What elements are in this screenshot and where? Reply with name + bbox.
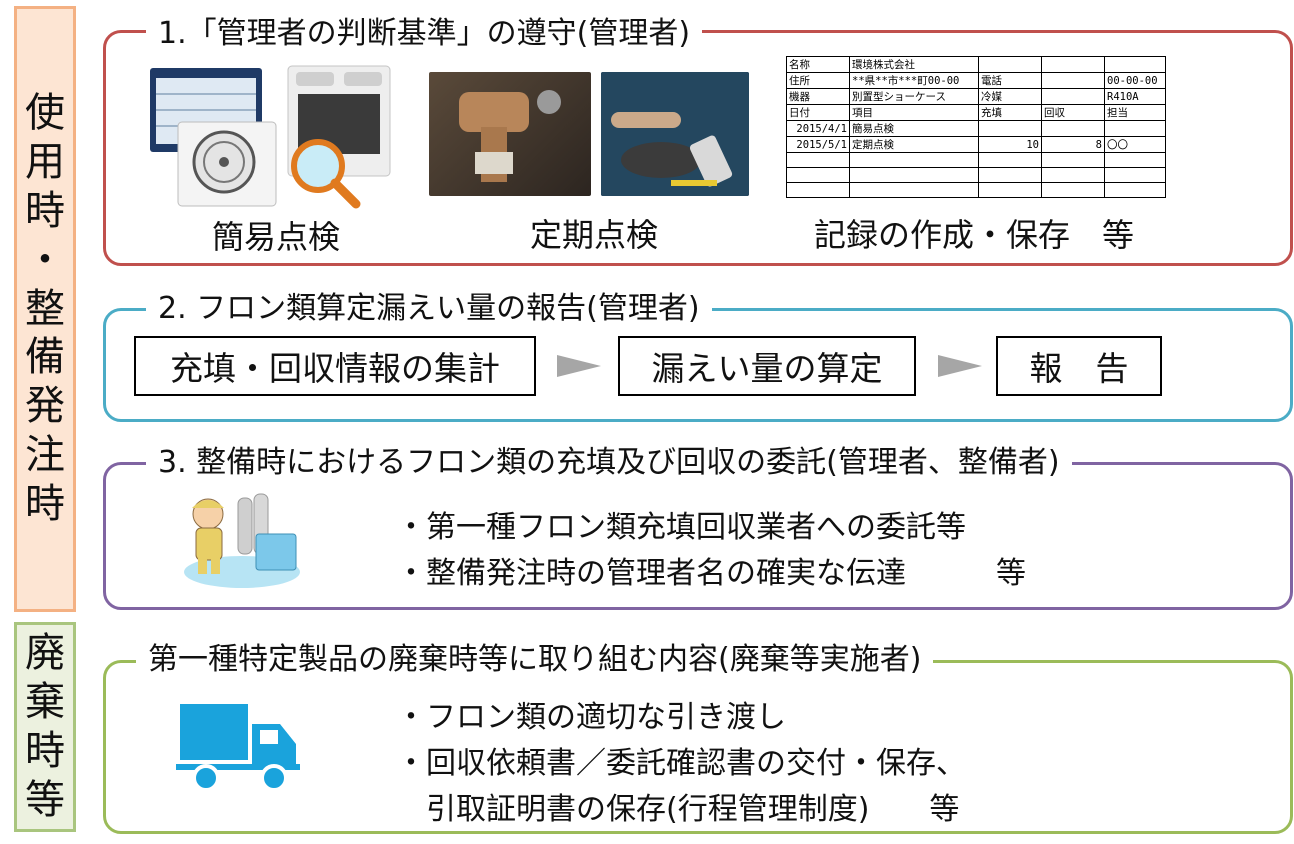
bullet-item: ・フロン類の適切な引き渡し [396, 700, 786, 735]
side-label-disposal: 廃 棄 時 等 [14, 622, 76, 832]
table-cell: **県**市***町00-00 [849, 72, 979, 89]
table-cell [978, 56, 1042, 73]
side-char: ・ [25, 236, 65, 283]
table-cell: 2015/4/1 [786, 120, 850, 137]
table-cell [978, 167, 1042, 183]
table-cell: 定期点検 [849, 136, 979, 153]
table-row: 機器 別置型ショーケース 冷媒 R410A [786, 88, 1166, 105]
table-cell: R410A [1104, 88, 1166, 105]
table-cell: 日付 [786, 104, 850, 121]
table-cell: 担当 [1104, 104, 1166, 121]
section3-title: 3. 整備時におけるフロン類の充填及び回収の委託(管理者、整備者) [146, 445, 1072, 481]
bullet-item: ・第一種フロン類充填回収業者への委託等 [396, 510, 966, 545]
side-char: 用 [25, 139, 65, 186]
truck-icon [170, 680, 306, 800]
side-char: 備 [25, 334, 65, 381]
table-cell [849, 152, 979, 168]
table-cell [1041, 88, 1105, 105]
table-cell [786, 182, 850, 198]
table-row [786, 182, 1166, 198]
table-cell [1104, 182, 1166, 198]
flow-arrow [557, 355, 601, 377]
table-cell: 項目 [849, 104, 979, 121]
flow-step-calculate: 漏えい量の算定 [618, 336, 916, 396]
section3-panel [103, 462, 1293, 610]
table-cell [1104, 56, 1166, 73]
flow-arrow [938, 355, 982, 377]
table-row: 2015/4/1 簡易点検 [786, 120, 1166, 137]
table-cell: 別置型ショーケース [849, 88, 979, 105]
table-cell: 8 [1041, 136, 1105, 153]
table-cell [1041, 182, 1105, 198]
table-cell [978, 120, 1042, 137]
technician-illustration [184, 493, 300, 588]
table-cell [849, 167, 979, 183]
side-char: 注 [25, 431, 65, 478]
table-cell [1104, 120, 1166, 137]
side-char: 等 [25, 776, 65, 823]
table-row: 2015/5/1 定期点検 10 8 〇〇 [786, 136, 1166, 153]
bullet-item: 引取証明書の保存(行程管理制度) 等 [396, 792, 960, 827]
caption-record-keeping: 記録の作成・保存 等 [814, 216, 1135, 254]
magnifier-icon [291, 139, 361, 209]
table-cell [1104, 152, 1166, 168]
side-char: 棄 [25, 679, 65, 726]
section4-title: 第一種特定製品の廃棄時等に取り組む内容(廃棄等実施者) [136, 642, 934, 678]
table-cell: 名称 [786, 56, 850, 73]
side-label-use-maintenance: 使 用 時 ・ 整 備 発 注 時 [14, 6, 76, 612]
leak-detector-photo [601, 72, 749, 196]
table-cell [978, 152, 1042, 168]
table-cell: 冷媒 [978, 88, 1042, 105]
table-cell [978, 182, 1042, 198]
record-table: 名称 環境株式会社 住所 **県**市***町00-00 電話 00-00-00… [786, 56, 1166, 198]
table-cell: 住所 [786, 72, 850, 89]
bullet-item: ・整備発注時の管理者名の確実な伝達 等 [396, 556, 1026, 591]
valve-photo [429, 72, 591, 196]
side-char: 発 [25, 383, 65, 430]
side-char: 廃 [25, 630, 65, 677]
table-row: 日付 項目 充填 回収 担当 [786, 104, 1166, 121]
side-char: 時 [25, 728, 65, 774]
side-char: 時 [25, 480, 65, 527]
table-cell: 00-00-00 [1104, 72, 1166, 89]
table-row [786, 167, 1166, 183]
table-cell [1041, 152, 1105, 168]
caption-simple-inspection: 簡易点検 [212, 218, 341, 256]
table-cell: 〇〇 [1104, 136, 1166, 153]
table-cell [849, 182, 979, 198]
side-char: 整 [25, 285, 65, 332]
section2-panel [103, 308, 1293, 422]
section2-title: 2. フロン類算定漏えい量の報告(管理者) [146, 291, 712, 327]
equipment-illustration [150, 65, 391, 209]
bullet-item: ・回収依頼書／委託確認書の交付・保存、 [396, 746, 966, 781]
table-cell: 充填 [978, 104, 1042, 121]
table-cell: 10 [978, 136, 1042, 153]
table-cell [1104, 167, 1166, 183]
table-cell: 回収 [1041, 104, 1105, 121]
table-row [786, 152, 1166, 168]
table-cell: 2015/5/1 [786, 136, 850, 153]
outdoor-unit-image [177, 121, 277, 207]
table-cell [1041, 56, 1105, 73]
table-row: 住所 **県**市***町00-00 電話 00-00-00 [786, 72, 1166, 89]
table-cell [786, 152, 850, 168]
flow-step-report: 報 告 [996, 336, 1162, 396]
flow-step-aggregate: 充填・回収情報の集計 [134, 336, 536, 396]
table-cell: 電話 [978, 72, 1042, 89]
side-char: 時 [25, 188, 65, 234]
table-cell [1041, 72, 1105, 89]
table-cell: 環境株式会社 [849, 56, 979, 73]
section1-title: 1.「管理者の判断基準」の遵守(管理者) [146, 16, 703, 52]
table-cell [1041, 120, 1105, 137]
table-cell: 機器 [786, 88, 850, 105]
caption-periodic-inspection: 定期点検 [530, 216, 659, 254]
table-cell [786, 167, 850, 183]
table-cell: 簡易点検 [849, 120, 979, 137]
table-row: 名称 環境株式会社 [786, 56, 1166, 73]
side-char: 使 [25, 90, 65, 137]
table-cell [1041, 167, 1105, 183]
